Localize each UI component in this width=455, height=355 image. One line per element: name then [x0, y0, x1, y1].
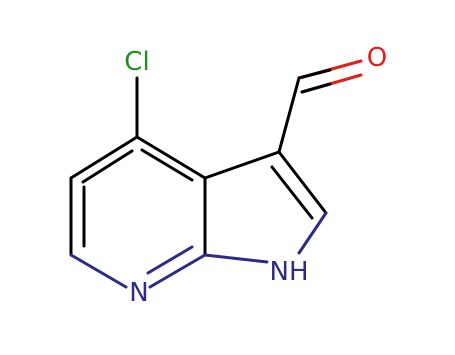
bond-c2-n1 [297, 211, 328, 255]
bond-c3a-c3 [203, 150, 281, 180]
bond-c3a-c4 [135, 135, 207, 180]
chlorine-label: Cl [124, 47, 149, 77]
pyrrole-nh-label: NH [270, 257, 309, 287]
bond-cho-o-join [297, 68, 332, 80]
bond-c3a-c4-inner [140, 148, 194, 182]
pyridine-nitrogen-label: N [129, 278, 148, 308]
bond-c3-cho [277, 76, 301, 154]
bond-c4-c5 [69, 135, 139, 180]
bond-c3-c2-inner [270, 165, 314, 220]
oxygen-label: O [367, 43, 387, 73]
bond-n1-c7a [203, 253, 269, 264]
bond-c6-n7 [69, 253, 128, 289]
bond-group [69, 59, 363, 289]
bond-n7-c7a [148, 253, 207, 289]
bond-c4-c5-inner [81, 149, 134, 184]
bond-c3-c2 [277, 150, 328, 215]
bond-n7-c7a-inner [146, 245, 194, 275]
bond-cho-o-join-inner [300, 82, 332, 94]
